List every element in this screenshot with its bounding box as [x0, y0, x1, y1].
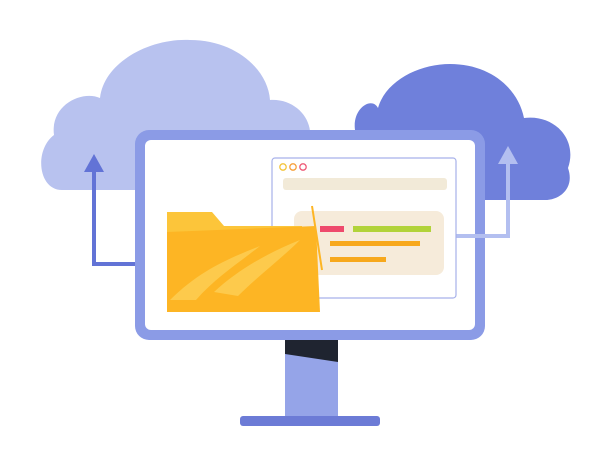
monitor-base: [240, 416, 380, 426]
monitor-stand-shadow: [285, 338, 338, 362]
bar-orange-long: [330, 241, 420, 246]
window-address-bar: [283, 178, 447, 190]
folder-edge-line: [311, 205, 323, 271]
bar-orange-short: [330, 257, 386, 262]
window-dot-red: [299, 163, 307, 171]
arrow-up-right-icon: [444, 146, 518, 238]
window-dot-orange: [289, 163, 297, 171]
browser-window-icon: [271, 157, 457, 299]
folder-icon: [167, 205, 323, 312]
folder-highlight: [170, 240, 300, 300]
bar-red: [320, 226, 344, 232]
window-dot-yellow: [279, 163, 287, 171]
bar-green: [353, 226, 431, 232]
